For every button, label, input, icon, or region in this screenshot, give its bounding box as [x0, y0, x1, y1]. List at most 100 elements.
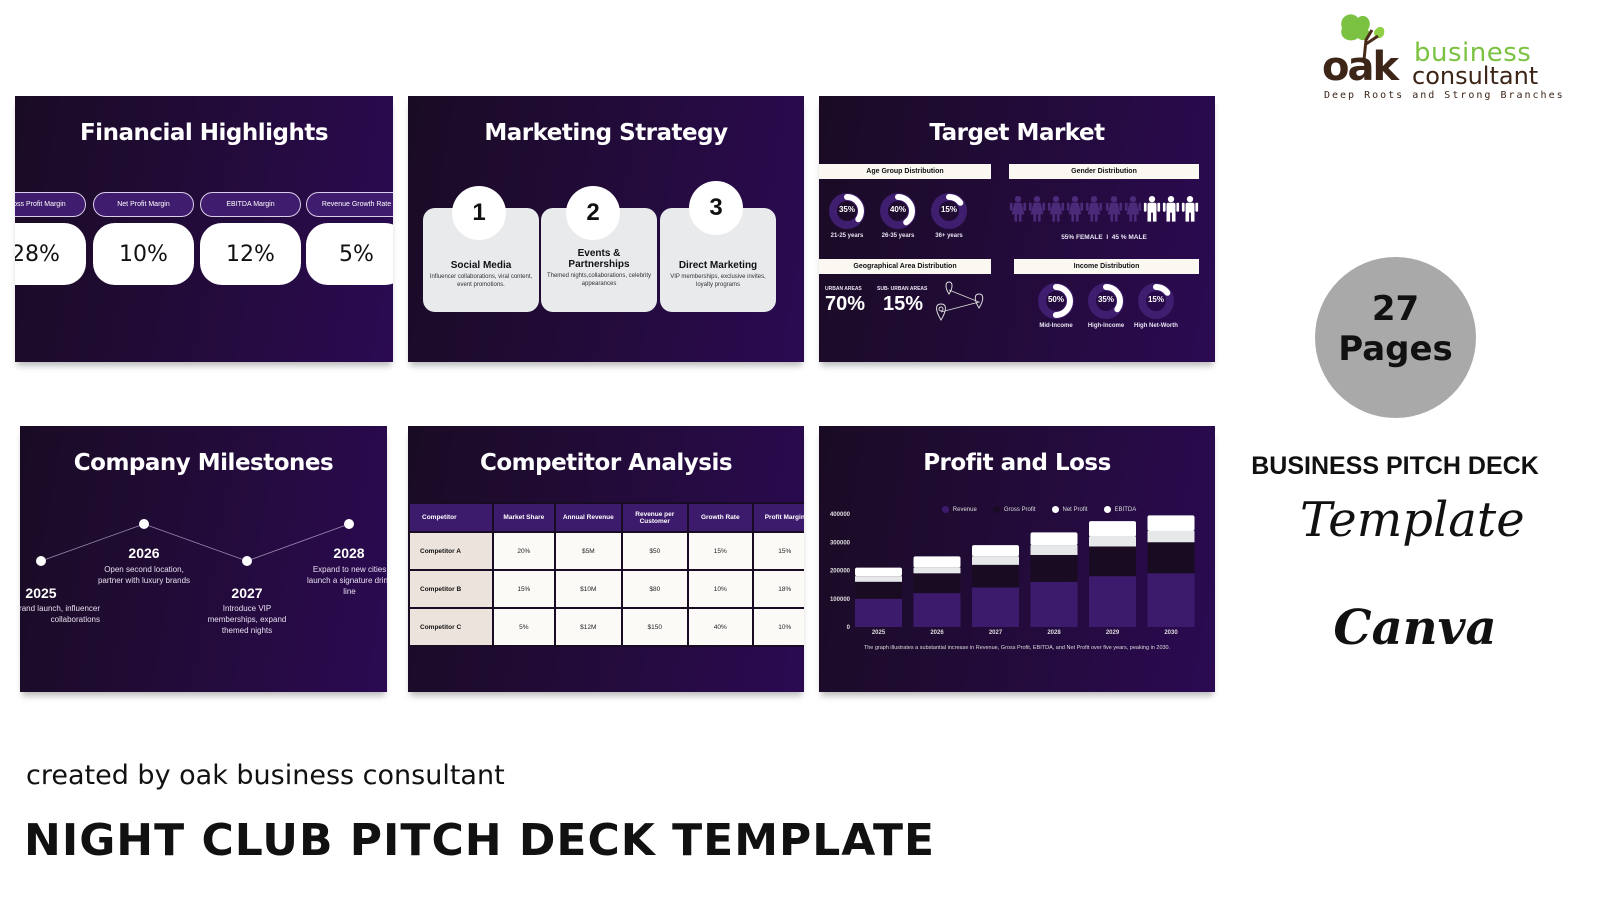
- map-route-icon: [936, 281, 984, 321]
- geo-heading: Geographical Area Distribution: [819, 259, 991, 274]
- legend-item: EBITDA: [1103, 506, 1136, 513]
- donut-value: 40%: [889, 205, 906, 214]
- income-donut: 15% High Net-Worth: [1134, 281, 1178, 329]
- timeline-line: [40, 523, 350, 562]
- age-donut: 15% 36+ years: [929, 191, 969, 239]
- donut-label: 21-25 years: [830, 233, 864, 239]
- slide-competitor-analysis[interactable]: Competitor Analysis Competitor Market Sh…: [408, 426, 804, 692]
- slide-target-market[interactable]: Target Market Age Group Distribution Gen…: [819, 96, 1215, 362]
- column-header: Revenue per Customer: [620, 502, 690, 533]
- geo-value: 15%: [883, 293, 924, 315]
- bar-revenue-2025: [855, 598, 902, 627]
- metric-value: 5%: [306, 223, 393, 285]
- bar-net-profit-2030: [1147, 530, 1195, 543]
- metric-value: 12%: [200, 223, 301, 285]
- bar-net-profit-2029: [1089, 536, 1136, 547]
- male-figure-icon: [1143, 195, 1160, 222]
- oak-leaf-icon: [1341, 14, 1385, 60]
- female-figure-icon: [1124, 195, 1141, 222]
- credit-text: created by oak business consultant: [26, 760, 505, 791]
- column-header: Growth Rate: [687, 502, 754, 533]
- card-heading: Social Media: [450, 260, 512, 271]
- slide-title: Target Market: [929, 120, 1105, 146]
- bar-net-profit-2026: [913, 567, 961, 574]
- donut-value: 50%: [1047, 295, 1064, 304]
- bar-ebitda-2027: [972, 545, 1019, 557]
- metric-label: Net Profit Margin: [93, 192, 194, 217]
- pages-label: Pages: [1338, 329, 1453, 369]
- income-donut: 35% High-Income: [1086, 281, 1126, 329]
- y-tick-label: 400000: [830, 512, 851, 518]
- female-figure-icon: [1009, 195, 1027, 222]
- bar-gross-profit-2027: [972, 564, 1019, 588]
- bar-gross-profit-2029: [1089, 546, 1136, 577]
- donut-label: High Net-Worth: [1134, 323, 1178, 329]
- step-number: 1: [452, 186, 506, 240]
- legend-label: Net Profit: [1062, 506, 1088, 513]
- card-heading: Direct Marketing: [678, 260, 758, 271]
- legend-swatch: [941, 506, 949, 513]
- x-tick-label: 2025: [872, 630, 886, 636]
- age-donut: 35% 21-25 years: [827, 191, 867, 239]
- cell: 15%: [687, 531, 754, 571]
- step-number: 3: [689, 181, 743, 235]
- donut-ring: [880, 193, 916, 229]
- cell: 5%: [491, 607, 557, 647]
- card-desc: Influencer collaborations, viral content…: [429, 274, 533, 288]
- geo-value: 70%: [825, 293, 866, 315]
- logo-oak-text: oak: [1322, 44, 1399, 90]
- female-figure-icon: [1067, 195, 1084, 222]
- milestone-desc: Expand to new cities launch a signature …: [307, 565, 387, 596]
- x-tick-label: 2030: [1164, 630, 1178, 636]
- bar-net-profit-2027: [972, 556, 1019, 565]
- metric-label: EBITDA Margin: [200, 192, 301, 217]
- column-header: Market Share: [491, 502, 557, 533]
- milestone-desc: Grand opening, brand launch, influencer …: [20, 604, 100, 624]
- table-header-row: Competitor Market Share Annual Revenue R…: [408, 502, 804, 533]
- female-figure-icon: [1029, 195, 1046, 222]
- column-header: Profit Margin: [751, 502, 804, 533]
- x-tick-label: 2026: [930, 630, 944, 636]
- bar-ebitda-2029: [1089, 521, 1136, 537]
- legend-swatch: [1103, 506, 1111, 513]
- donut-ring: [1038, 283, 1074, 319]
- slide-title: Financial Highlights: [79, 120, 329, 146]
- metric-value: 28%: [15, 223, 86, 285]
- oak-logo: oak business consultant Deep Roots and S…: [1320, 8, 1563, 101]
- donut-value: 15%: [940, 205, 957, 214]
- donut-value: 15%: [1147, 295, 1164, 304]
- logo-business-text: business: [1414, 38, 1532, 68]
- slide-company-milestones[interactable]: Company Milestones 2025 Grand opening, b…: [20, 426, 387, 692]
- cell: 15%: [491, 569, 557, 609]
- cell: 20%: [491, 531, 557, 571]
- cell: $10M: [554, 569, 623, 609]
- timeline-dot: [36, 556, 46, 566]
- slide-financial-highlights[interactable]: Financial Highlights Gross Profit Margin…: [15, 96, 393, 362]
- y-tick-label: 0: [847, 625, 851, 631]
- gender-heading: Gender Distribution: [1009, 164, 1199, 179]
- income-heading: Income Distribution: [1014, 259, 1199, 274]
- card-heading: Events & Partnerships: [568, 248, 630, 270]
- donut-value: 35%: [838, 205, 855, 214]
- timeline-dot: [344, 519, 354, 529]
- donut-value: 35%: [1097, 295, 1114, 304]
- donut-ring: [829, 193, 865, 229]
- bar-ebitda-2030: [1147, 515, 1195, 531]
- milestone-desc: Introduce VIP memberships, expand themed…: [207, 604, 287, 635]
- cell: 10%: [687, 569, 754, 609]
- column-header: Annual Revenue: [554, 502, 623, 533]
- y-tick-label: 100000: [830, 597, 851, 603]
- pages-badge: 27 Pages: [1315, 257, 1476, 418]
- card-desc: Themed nights,collaborations, celebrity …: [546, 273, 652, 287]
- metric-label: Gross Profit Margin: [15, 192, 86, 217]
- milestone-year: 2025: [25, 585, 57, 601]
- cell: 10%: [751, 607, 804, 647]
- bar-revenue-2028: [1030, 581, 1078, 627]
- metric-value: 10%: [93, 223, 194, 285]
- gender-text: 55% FEMALE I 45 % MALE: [1061, 234, 1147, 241]
